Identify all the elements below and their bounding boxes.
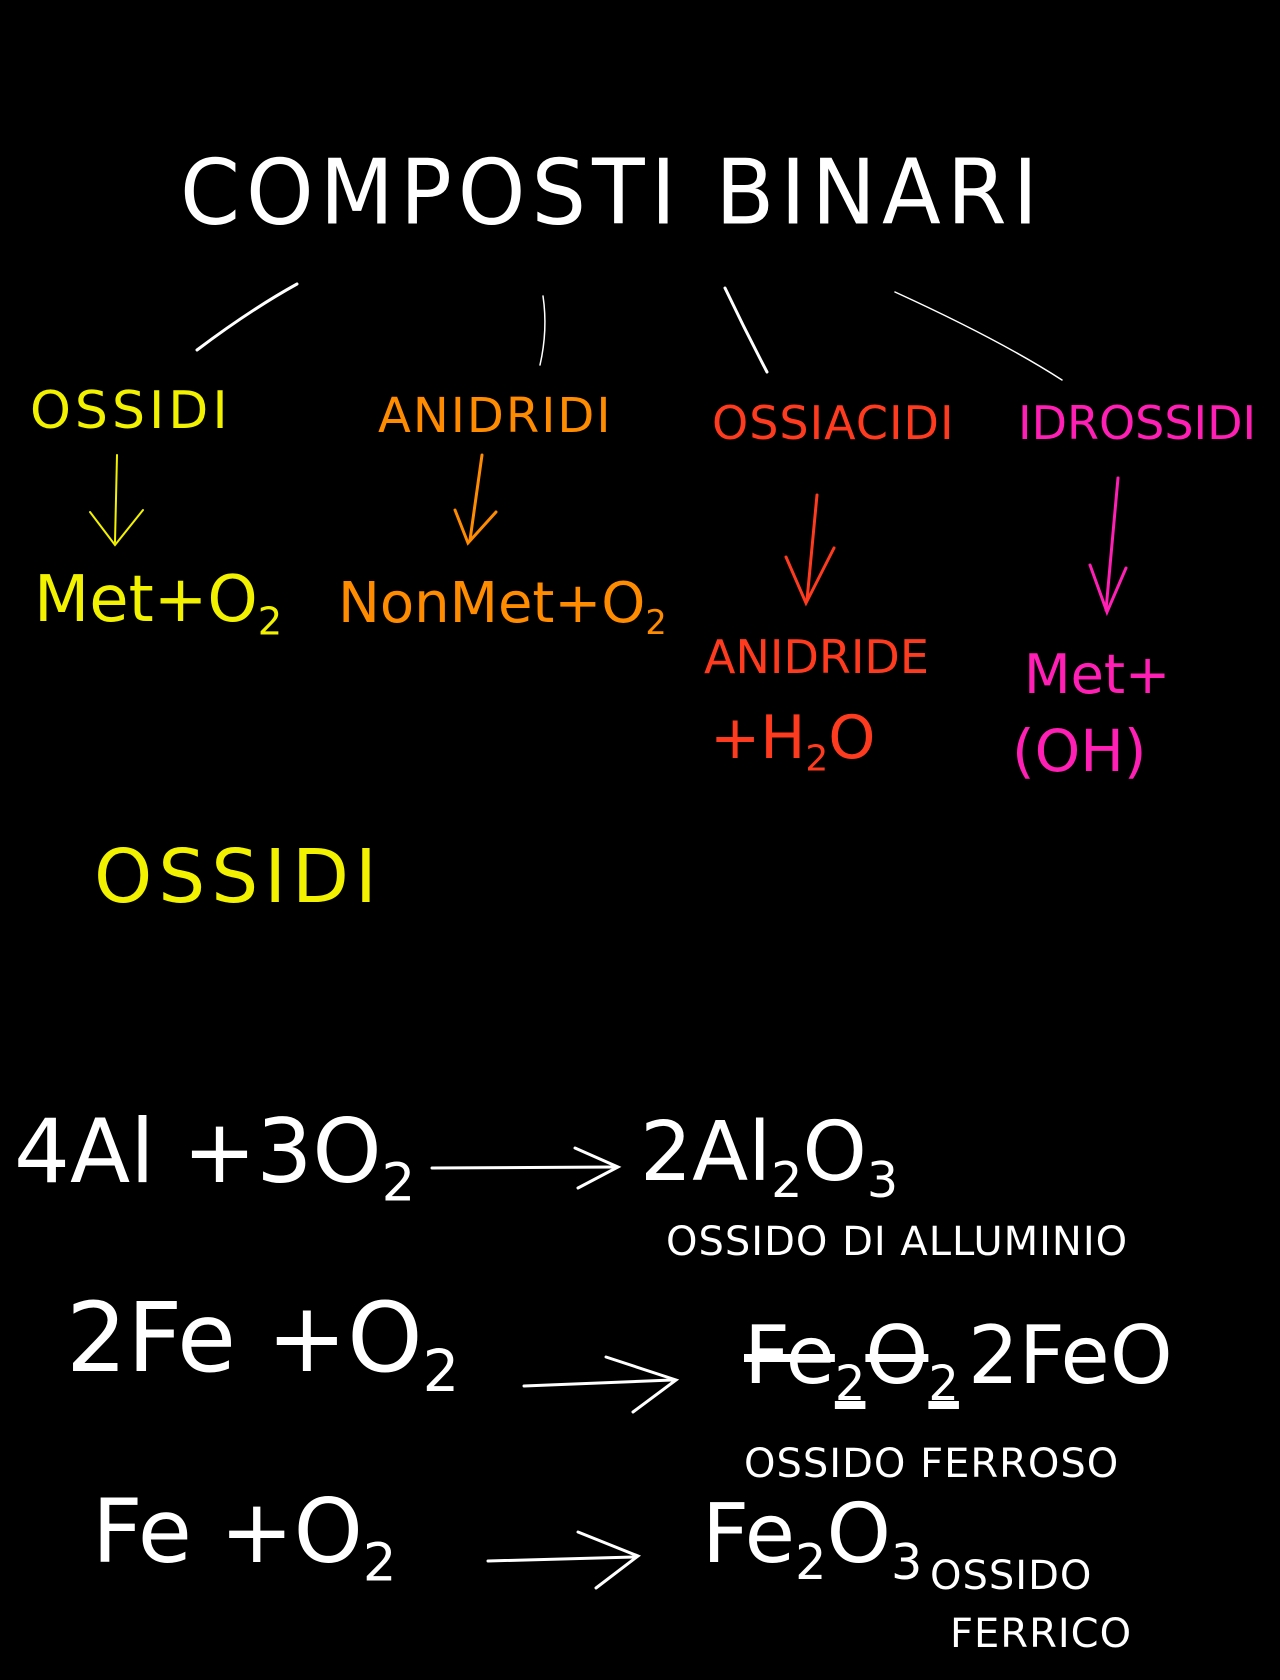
equation-2-name: OSSIDO FERROSO: [744, 1441, 1120, 1487]
formula-ossidi-subscript: 2: [257, 599, 283, 645]
formula-ossiacidi-line2-text: +H: [710, 703, 806, 773]
arrow-ossiacidi: [784, 493, 836, 607]
section-heading: OSSIDI: [94, 834, 383, 920]
equation-3-rhs-subscript-1: 2: [795, 1533, 827, 1592]
formula-anidridi-subscript: 2: [645, 602, 667, 642]
equation-2-rhs-struck-subscript-2: 2: [928, 1355, 959, 1412]
arrow-ossidi: [89, 454, 144, 547]
equation-1-rhs: 2Al2O3: [640, 1112, 898, 1205]
equation-3-lhs-text: Fe +O: [92, 1480, 363, 1583]
equation-2-lhs-subscript: 2: [422, 1338, 460, 1406]
equation-2-lhs-text: 2Fe +O: [66, 1282, 423, 1394]
equation-1-lhs-subscript: 2: [381, 1152, 416, 1214]
formula-ossidi-text: Met+O: [34, 563, 258, 637]
reaction-arrow-2: [522, 1355, 680, 1414]
reaction-arrow-3: [486, 1530, 642, 1590]
equation-3-rhs-subscript-2: 3: [890, 1533, 923, 1592]
equation-2-rhs-struck-subscript-1: 2: [834, 1355, 866, 1412]
equation-3-lhs: Fe +O2: [92, 1488, 397, 1590]
formula-ossiacidi-line1: ANIDRIDE: [704, 630, 929, 684]
equation-1-name: OSSIDO DI ALLUMINIO: [666, 1219, 1129, 1265]
equation-2-rhs-struck-text: Fe: [744, 1309, 835, 1402]
formula-ossiacidi-line2-subscript: 2: [805, 738, 829, 780]
branch-line-ossidi: [195, 282, 299, 352]
equation-1-lhs-text: 4Al +3O: [14, 1100, 382, 1203]
equation-1-rhs-subscript-1: 2: [771, 1151, 803, 1210]
formula-idrossidi-line1: Met+: [1024, 643, 1171, 706]
arrow-anidridi: [453, 453, 498, 546]
branch-label-idrossidi: IDROSSIDI: [1018, 396, 1257, 450]
equation-3-name-line2: FERRICO: [950, 1611, 1133, 1657]
equation-2-lhs: 2Fe +O2: [66, 1290, 459, 1401]
formula-ossiacidi-line2-end: O: [828, 703, 876, 773]
branch-label-ossiacidi: OSSIACIDI: [712, 396, 955, 450]
branch-line-idrossidi: [894, 291, 1063, 381]
equation-2-rhs-final: 2FeO: [968, 1309, 1173, 1402]
arrow-idrossidi: [1088, 476, 1128, 617]
branch-line-anidridi: [539, 295, 546, 366]
equation-3-lhs-subscript: 2: [362, 1532, 397, 1594]
formula-ossiacidi-line2: +H2O: [710, 708, 876, 778]
branch-line-ossiacidi: [723, 286, 769, 374]
equation-1-rhs-coef: 2Al: [640, 1105, 772, 1200]
equation-1-lhs: 4Al +3O2: [14, 1108, 415, 1210]
equation-3-name-line1: OSSIDO: [930, 1553, 1093, 1599]
equation-3-rhs: Fe2O3: [702, 1494, 922, 1587]
equation-1-rhs-subscript-2: 3: [866, 1151, 899, 1210]
equation-2-rhs-struck: Fe2O2: [744, 1316, 959, 1408]
formula-anidridi-text: NonMet+O: [338, 571, 646, 636]
branch-label-anidridi: ANIDRIDI: [378, 388, 613, 444]
reaction-arrow-1: [430, 1146, 622, 1190]
formula-idrossidi-line2: (OH): [1012, 717, 1147, 785]
equation-2-rhs-struck-mid: O: [865, 1309, 929, 1402]
equation-3-rhs-mid: O: [826, 1487, 891, 1582]
page-title: COMPOSTI BINARI: [180, 140, 1044, 246]
formula-ossidi: Met+O2: [34, 568, 282, 642]
formula-anidridi: NonMet+O2: [338, 576, 667, 642]
equation-3-rhs-coef: Fe: [702, 1487, 796, 1582]
equation-1-rhs-mid: O: [802, 1105, 867, 1200]
branch-label-ossidi: OSSIDI: [30, 381, 232, 441]
